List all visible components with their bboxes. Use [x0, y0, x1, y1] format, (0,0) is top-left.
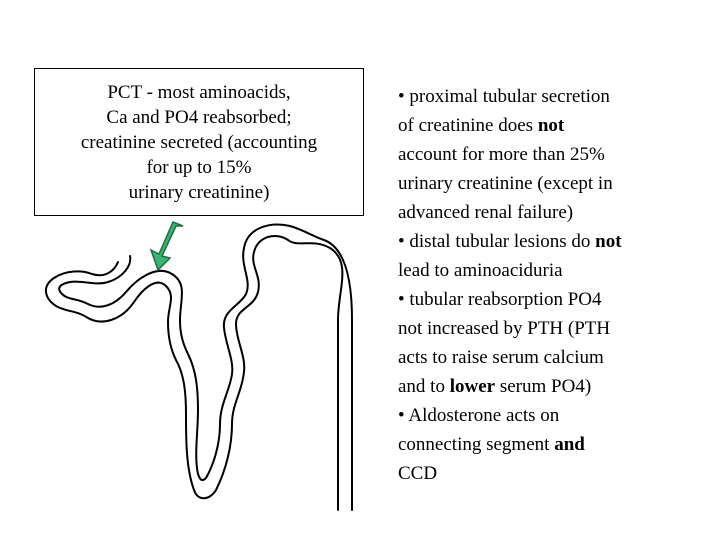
note-text: urinary creatinine (except in [398, 173, 613, 194]
note-line: • proximal tubular secretion [398, 82, 708, 111]
note-line: connecting segment and [398, 430, 708, 459]
note-text: • proximal tubular secretion [398, 86, 610, 107]
callout-line: PCT - most aminoacids, [107, 81, 291, 103]
note-text: of creatinine does [398, 115, 538, 136]
callout-line: creatinine secreted (accounting [80, 131, 318, 153]
note-line: • tubular reabsorption PO4 [398, 285, 708, 314]
pct-callout-box: PCT - most aminoacids, Ca and PO4 reabso… [34, 68, 364, 216]
note-emphasis: not [595, 231, 622, 252]
note-text: advanced renal failure) [398, 202, 574, 223]
tubule-outer-wall [45, 235, 344, 511]
note-text: lead to aminoaciduria [398, 260, 563, 281]
note-line: lead to aminoaciduria [398, 256, 708, 285]
note-line: urinary creatinine (except in [398, 169, 708, 198]
note-emphasis: and [554, 434, 585, 455]
note-text: not increased by PTH (PTH [398, 318, 611, 339]
note-text: connecting segment [398, 434, 555, 455]
note-line: of creatinine does not [398, 111, 708, 140]
note-line: and to lower serum PO4) [398, 372, 708, 401]
callout-line: urinary creatinine) [128, 181, 270, 203]
note-line: not increased by PTH (PTH [398, 314, 708, 343]
note-text: • tubular reabsorption PO4 [398, 289, 602, 310]
notes-text-block: • proximal tubular secretion of creatini… [398, 82, 708, 488]
callout-line: Ca and PO4 reabsorbed; [106, 106, 292, 128]
note-line: acts to raise serum calcium [398, 343, 708, 372]
note-text: acts to raise serum calcium [398, 347, 604, 368]
note-text: • Aldosterone acts on [398, 405, 560, 426]
pointer-arrow-icon [149, 221, 184, 272]
note-line: • distal tubular lesions do not [398, 227, 708, 256]
note-text: CCD [398, 463, 438, 484]
note-emphasis: lower [449, 376, 496, 397]
note-line: advanced renal failure) [398, 198, 708, 227]
note-emphasis: not [537, 115, 565, 136]
note-line: CCD [398, 459, 708, 488]
note-text: • distal tubular lesions do [398, 231, 596, 252]
note-line: account for more than 25% [398, 140, 708, 169]
tubule-inner-wall [58, 223, 353, 511]
note-text: account for more than 25% [398, 144, 605, 165]
callout-line: for up to 15% [146, 156, 252, 178]
note-text: serum PO4) [495, 376, 592, 397]
note-line: • Aldosterone acts on [398, 401, 708, 430]
nephron-tubule [45, 223, 353, 511]
note-text: and to [398, 376, 450, 397]
